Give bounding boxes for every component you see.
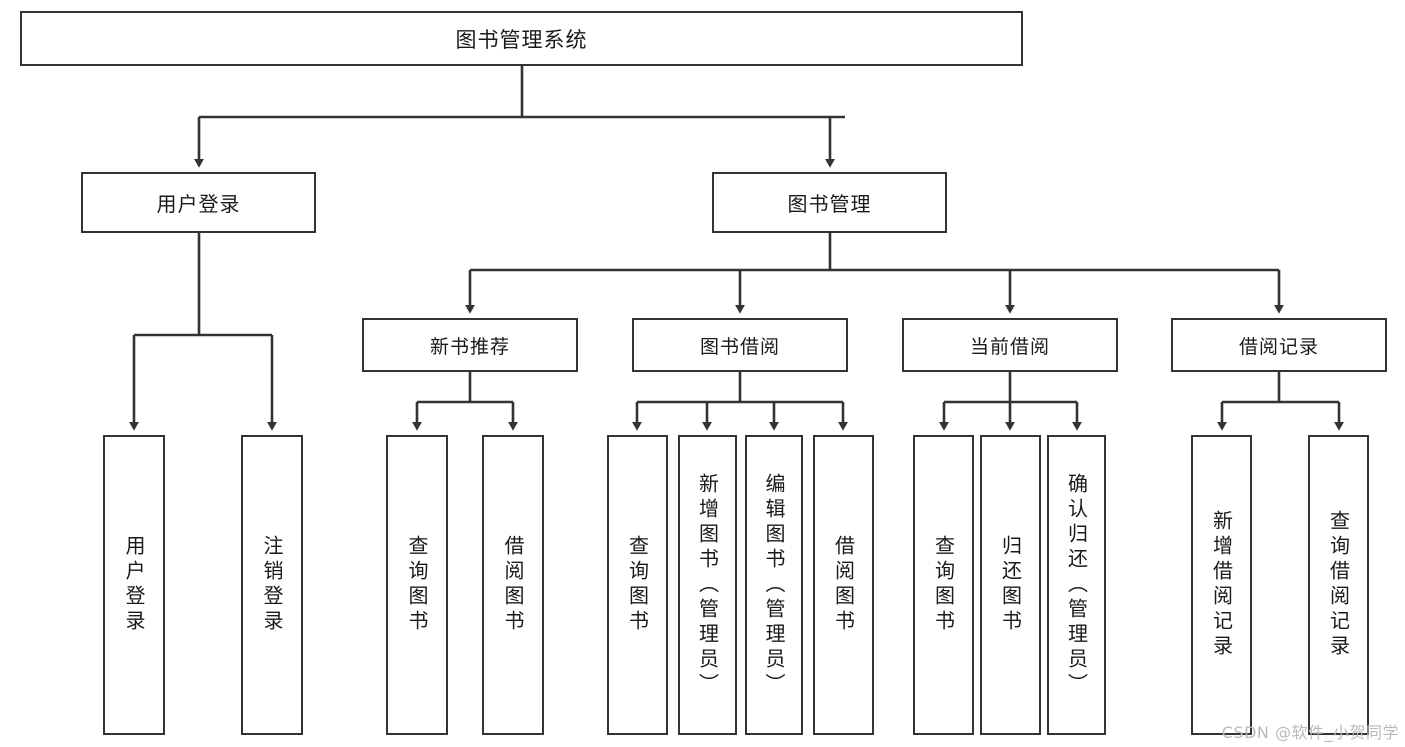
- leaf-borrow-record-add[interactable]: 新增借阅记录: [1191, 435, 1252, 735]
- node-borrow-record[interactable]: 借阅记录: [1171, 318, 1387, 372]
- leaf-new-book-query[interactable]: 查询图书: [386, 435, 448, 735]
- node-root[interactable]: 图书管理系统: [20, 11, 1023, 66]
- leaf-label: 新增图书（管理员）: [695, 472, 720, 698]
- leaf-label: 用户登录: [122, 535, 146, 635]
- leaf-user-login-logout[interactable]: 注销登录: [241, 435, 303, 735]
- node-current-borrow[interactable]: 当前借阅: [902, 318, 1118, 372]
- leaf-new-book-borrow[interactable]: 借阅图书: [482, 435, 544, 735]
- leaf-label: 查询借阅记录: [1326, 510, 1351, 660]
- node-book-management-label: 图书管理: [787, 192, 872, 216]
- node-new-book-recommend[interactable]: 新书推荐: [362, 318, 578, 372]
- node-user-login[interactable]: 用户登录: [81, 172, 316, 233]
- node-root-label: 图书管理系统: [455, 27, 588, 52]
- node-new-book-recommend-label: 新书推荐: [429, 335, 510, 358]
- leaf-label: 查询图书: [625, 535, 650, 635]
- leaf-label: 确认归还（管理员）: [1064, 472, 1089, 698]
- leaf-book-borrow-query[interactable]: 查询图书: [607, 435, 668, 735]
- node-borrow-record-label: 借阅记录: [1238, 335, 1319, 358]
- node-book-borrow[interactable]: 图书借阅: [632, 318, 848, 372]
- leaf-label: 借阅图书: [831, 535, 856, 635]
- leaf-current-borrow-return[interactable]: 归还图书: [980, 435, 1041, 735]
- leaf-label: 归还图书: [998, 535, 1023, 635]
- leaf-current-borrow-query[interactable]: 查询图书: [913, 435, 974, 735]
- leaf-label: 查询图书: [931, 535, 956, 635]
- node-book-borrow-label: 图书借阅: [699, 335, 780, 358]
- leaf-label: 查询图书: [405, 535, 429, 635]
- leaf-borrow-record-query[interactable]: 查询借阅记录: [1308, 435, 1369, 735]
- leaf-book-borrow-borrow[interactable]: 借阅图书: [813, 435, 874, 735]
- leaf-label: 借阅图书: [501, 535, 525, 635]
- leaf-label: 新增借阅记录: [1209, 510, 1234, 660]
- leaf-book-borrow-edit[interactable]: 编辑图书（管理员）: [745, 435, 803, 735]
- watermark: CSDN @软件_小贺同学: [1221, 723, 1399, 742]
- leaf-current-borrow-confirm[interactable]: 确认归还（管理员）: [1047, 435, 1106, 735]
- leaf-book-borrow-add[interactable]: 新增图书（管理员）: [678, 435, 737, 735]
- leaf-label: 注销登录: [260, 535, 284, 635]
- node-user-login-label: 用户登录: [156, 192, 241, 216]
- node-book-management[interactable]: 图书管理: [712, 172, 947, 233]
- leaf-label: 编辑图书（管理员）: [762, 472, 786, 698]
- leaf-user-login-login[interactable]: 用户登录: [103, 435, 165, 735]
- node-current-borrow-label: 当前借阅: [969, 335, 1050, 358]
